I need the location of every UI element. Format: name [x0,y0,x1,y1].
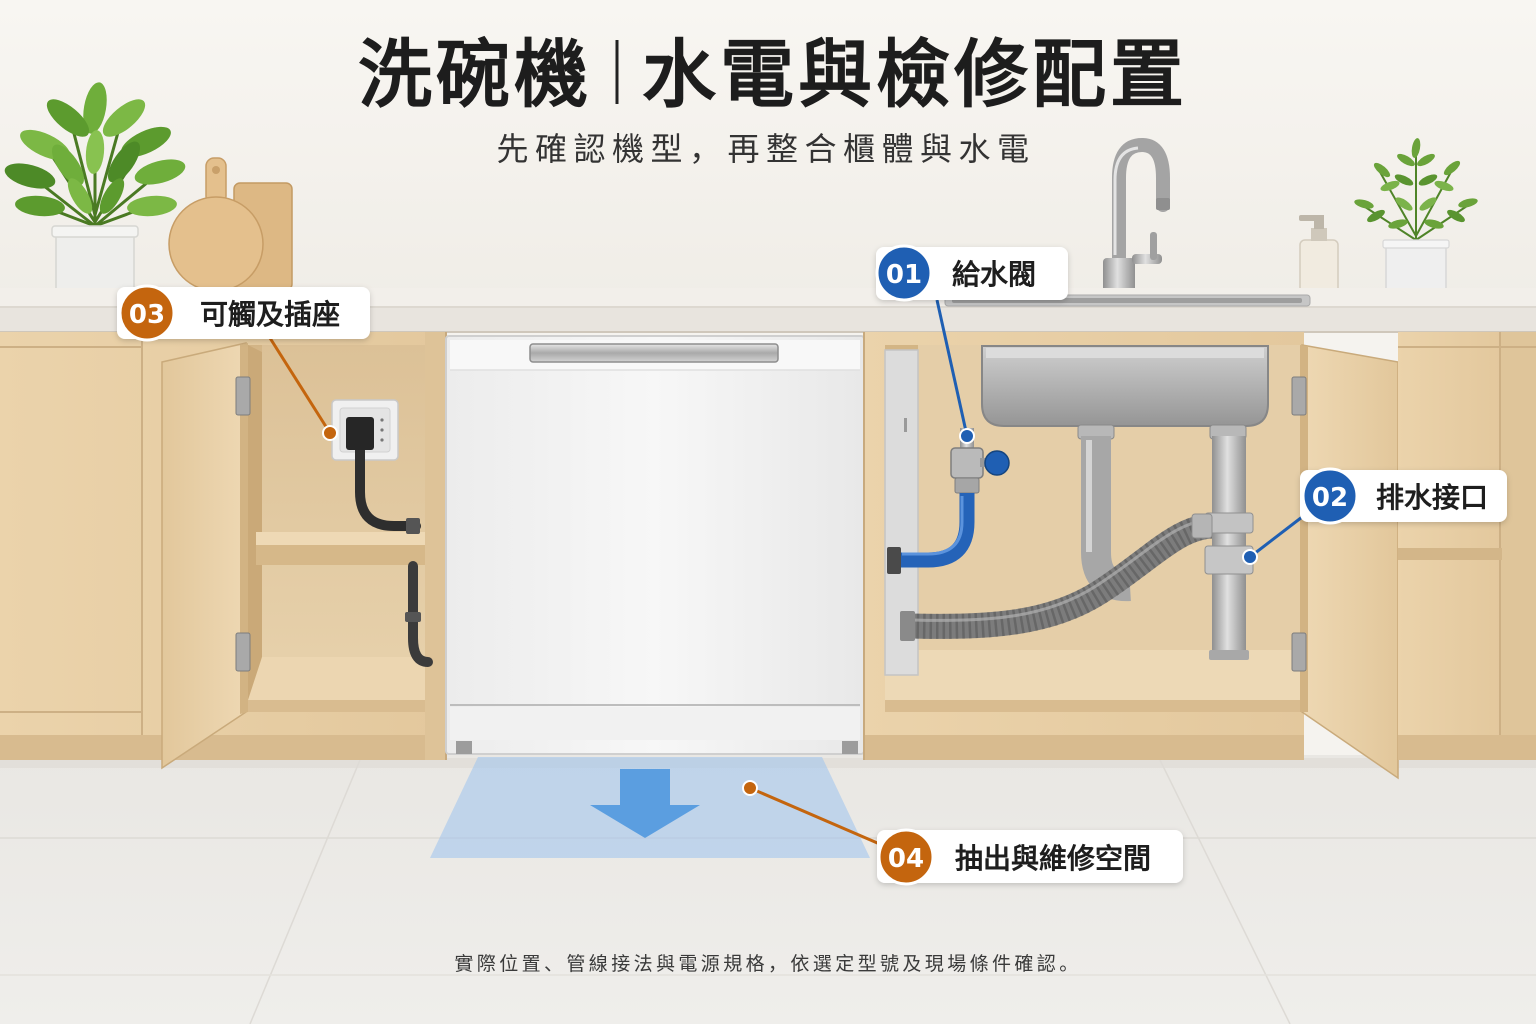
sink-basin [981,345,1269,440]
left-drain-line [405,518,433,667]
callout-01: 01 給水閥 [875,244,1068,444]
drawer-gap [1398,548,1502,560]
callout-anchor-dot [1242,549,1258,565]
callout-anchor-dot [959,428,975,444]
valve-knob [984,450,1010,476]
dishwasher [445,335,865,755]
callout-number-badge [877,828,935,886]
dishwasher-kick-panel [450,707,860,740]
callout-leader [935,299,969,437]
right-cabinet-door [1291,344,1399,780]
page-title-right: 水電與檢修配置 [642,32,1188,118]
callout-number: 02 [1312,483,1348,513]
supply-hose [887,493,975,574]
callout-number: 04 [888,844,924,874]
arrow-down-icon [590,769,700,838]
right-door-hinge [1291,376,1307,672]
callout-03: 03 可觸及插座 [117,284,370,441]
callout-number-badge [875,244,933,302]
cutting-boards [168,157,293,292]
left-cabinet-stile [425,332,446,760]
plug [346,417,374,450]
left-cabinet-door [161,342,251,770]
callout-number-badge [118,284,176,342]
left-door-hinge [235,376,251,672]
power-cord [355,443,421,531]
callout-number-badge [1301,467,1359,525]
callout-leader [749,786,883,847]
page-title-left: 洗碗機 [358,32,592,118]
right-drawer-cabinet [1398,332,1536,760]
left-shelf [256,532,425,565]
left-cabinet-bottom [248,657,425,700]
callout-02: 02 排水接口 [1242,467,1507,565]
callout-anchor-dot [742,780,758,796]
faucet [1103,137,1170,297]
callout-leader [268,337,332,434]
footer-note: 實際位置、管線接法與電源規格，依選定型號及現場條件確認。 [454,953,1081,975]
plant-pot-left [55,231,135,298]
page-subtitle: 先確認機型，再整合櫃體與水電 [496,130,1035,168]
potted-plant-left [4,82,186,298]
dishwasher-handle [529,343,779,363]
callout-label: 給水閥 [952,258,1036,291]
callout-anchor-dot [322,425,338,441]
callout-leader [1249,512,1307,559]
callout-label: 抽出與維修空間 [955,842,1151,875]
cutting-board-round [168,196,264,292]
callout-label: 排水接口 [1376,481,1488,514]
left-toe-kick [0,735,446,760]
callout-label: 可觸及插座 [200,298,340,331]
callout-number: 03 [129,300,165,330]
dishwasher-foot [456,741,472,754]
potted-plant-right [1354,138,1478,298]
callout-number: 01 [886,260,922,290]
dishwasher-foot [842,741,858,754]
callout-04: 04 抽出與維修空間 [742,780,1183,886]
sink-toe-kick [864,735,1304,760]
drain-pipe-right [1191,436,1254,660]
service-space-highlight [430,757,870,858]
drain-hose [900,513,1215,641]
callout-box [877,830,1183,883]
callout-box [117,287,370,339]
